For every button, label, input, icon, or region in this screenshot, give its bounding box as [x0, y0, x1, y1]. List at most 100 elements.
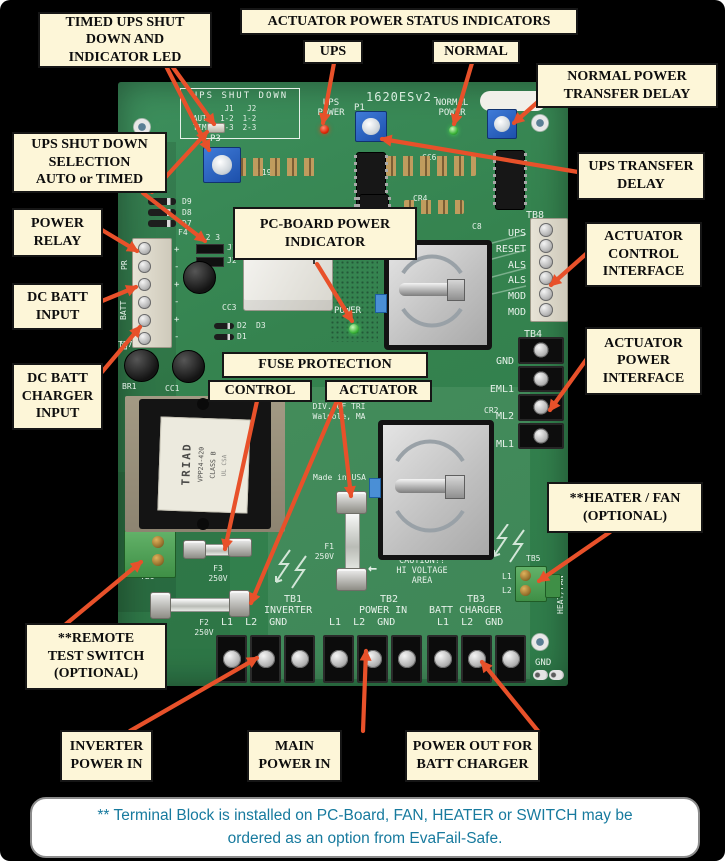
terminal-screw: [520, 585, 531, 596]
power-relay-lower: [378, 420, 494, 560]
capacitor: [172, 350, 205, 383]
tb2-title: POWER IN: [359, 605, 408, 616]
tb3-label: TB3: [467, 594, 486, 605]
cc1-label: CC1: [165, 384, 180, 393]
led-p3-indicator: [207, 123, 225, 133]
fuse-glass: [345, 510, 360, 572]
callout-ups: UPS: [303, 40, 363, 64]
bridge-rectifier: [124, 349, 159, 382]
terminal-screw: [138, 278, 151, 291]
terminal-block-tb5-side: [545, 574, 561, 598]
potentiometer-p1: [355, 111, 387, 142]
fuse-clip: [336, 568, 367, 591]
br1-label: BR1: [122, 382, 137, 391]
callout-power-out-batt-charger: POWER OUT FOR BATT CHARGER: [405, 730, 540, 782]
terminal-block-tb5: [515, 566, 547, 602]
callout-ups-transfer-delay: UPS TRANSFER DELAY: [577, 152, 705, 200]
terminal-block-tb6: [124, 530, 176, 578]
d1-label: D1: [237, 332, 247, 341]
terminal-screw: [539, 223, 553, 237]
callout-heater-fan: **HEATER / FAN (OPTIONAL): [547, 482, 703, 533]
callout-actuator: ACTUATOR: [325, 380, 432, 402]
gnd-silkscreen: GND: [535, 658, 552, 668]
made-in-usa: Made in USA: [313, 473, 366, 482]
tb2-label: TB2: [380, 594, 399, 605]
normal-power-led: [449, 126, 458, 135]
p1-label: P1: [354, 103, 365, 113]
terminal-strip-tb1: [216, 635, 315, 683]
diode-labels: D9 D8 D7: [182, 197, 192, 228]
ups-shutdown-silkscreen-box: UPS SHUT DOWN J1 J2 AUTO 1-2 1-2 TIMED 2…: [180, 88, 300, 139]
tb4-pin-labels: GND EML1 ML2 ML1: [489, 356, 514, 450]
terminal-screw: [138, 296, 151, 309]
tb4-label: TB4: [524, 329, 543, 340]
relay-tab: [369, 478, 381, 498]
mounting-hole: [531, 633, 549, 651]
transformer-class: CLASS B: [208, 451, 218, 480]
gnd-pad: [549, 670, 564, 680]
capacitor: [183, 261, 216, 294]
jumper-j1: [196, 244, 224, 254]
potentiometer-p2: [487, 109, 517, 139]
f1-label: F1 250V: [314, 542, 334, 561]
pcb-power-led: [349, 324, 359, 334]
gnd-pad: [533, 670, 548, 680]
terminal-screw: [152, 536, 164, 548]
d3-label: D3: [256, 321, 266, 330]
callout-fuse-protection: FUSE PROTECTION: [222, 352, 428, 378]
control-relay: [243, 253, 333, 311]
batt-label: BATT: [119, 300, 128, 320]
fuse-clip: [183, 540, 206, 559]
power-led-silkscreen: POWER: [334, 306, 362, 316]
terminal-screw: [539, 239, 553, 253]
tb1-label: TB1: [284, 594, 303, 605]
callout-timed-ups-shutdown: TIMED UPS SHUT DOWN AND INDICATOR LED: [38, 12, 212, 68]
pr-label: PR: [120, 260, 129, 270]
diode: [148, 209, 176, 216]
tb8-pin-labels: UPS RESET ALS ALS MOD MOD: [495, 228, 526, 318]
caution-silkscreen: CAUTION!! HI VOLTAGE AREA: [396, 556, 448, 586]
callout-normal: NORMAL: [432, 40, 520, 64]
p3-label: P3: [210, 134, 221, 144]
terminal-strip-tb3: [427, 635, 526, 683]
terminal-screw: [138, 242, 151, 255]
mounting-hole: [531, 114, 549, 132]
terminal-screw: [520, 570, 531, 581]
jumper-header: 1 2 3: [196, 233, 221, 242]
d2-label: D2: [237, 321, 247, 330]
relay-tab: [375, 294, 387, 313]
callout-main-power-in: MAIN POWER IN: [247, 730, 342, 782]
f3-label: F3 250V: [208, 564, 228, 583]
diode: [214, 323, 234, 329]
caution-arrow: ←: [368, 559, 378, 577]
tb5-pin-labels: L1 L2: [502, 572, 512, 595]
callout-actuator-control-interface: ACTUATOR CONTROL INTERFACE: [585, 222, 702, 287]
diode: [148, 220, 176, 227]
diode: [214, 334, 234, 340]
terminal-screw: [138, 314, 151, 327]
diode: [148, 198, 176, 205]
terminal-screw: [539, 271, 553, 285]
transformer-part: VPP24-420: [196, 447, 206, 483]
f2-label: F2 250V: [194, 618, 214, 637]
j2-label: J2: [227, 256, 237, 265]
fuse-clip: [336, 491, 367, 514]
tb7-label: TB7: [118, 340, 133, 349]
mfr-silkscreen: DIV. OF TRI Walpole, MA: [312, 402, 366, 421]
fuse-clip: [228, 538, 252, 557]
tb2-pins: L1 L2 GND: [329, 617, 396, 628]
mounting-hole: [133, 118, 151, 136]
tb1-pins: L1 L2 GND: [221, 617, 288, 628]
terminal-screw: [539, 287, 553, 301]
cr2-label: CR2: [484, 406, 499, 415]
board-model: 1620ESv2-: [366, 90, 441, 104]
tb5-label: TB5: [526, 554, 541, 563]
potentiometer-p3: [203, 147, 241, 183]
callout-pc-board-power-indicator: PC-BOARD POWER INDICATOR: [233, 207, 417, 260]
cr4-label: CR4: [413, 194, 428, 203]
tb3-title: BATT CHARGER: [429, 605, 502, 616]
transformer: TRIAD VPP24-420 CLASS B UL CSA: [125, 396, 285, 532]
dip-ic: [357, 195, 391, 209]
terminal-screw: [152, 554, 164, 566]
terminal-screw: [138, 260, 151, 273]
